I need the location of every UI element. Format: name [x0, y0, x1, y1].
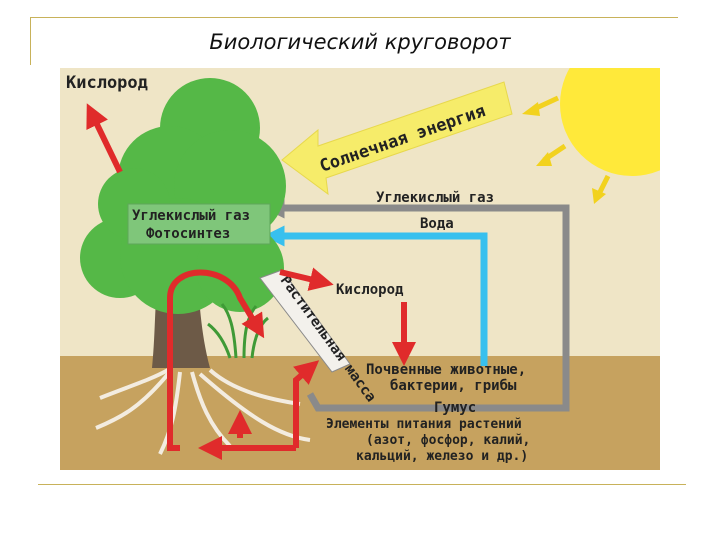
frame-top-line: [30, 17, 678, 18]
slide-title: Биологический круговорот: [209, 30, 511, 54]
co2-right-label: Углекислый газ: [376, 190, 494, 206]
humus-label: Гумус: [434, 400, 476, 416]
oxygen-arrows: [86, 103, 416, 366]
co2-return-arrow: [263, 197, 570, 412]
nutrient-cycle-arrows: [167, 269, 320, 460]
water-arrow: [263, 225, 488, 366]
water-label: Вода: [420, 216, 454, 232]
biological-cycle-diagram: Солнечная энергия Углекислый газ Фотосин…: [60, 68, 660, 470]
nutrients-label-3: кальций, железо и др.): [356, 449, 528, 464]
soil-organisms-label-2: бактерии, грибы: [390, 378, 517, 394]
oxygen-top-label: Кислород: [66, 73, 148, 93]
nutrients-label-2: (азот, фосфор, калий,: [366, 433, 530, 448]
tree-co2-label: Углекислый газ: [132, 208, 250, 224]
frame-left-line: [30, 17, 31, 65]
soil-organisms-label-1: Почвенные животные,: [366, 362, 526, 378]
frame-bottom-line: [38, 484, 686, 485]
oxygen-mid-label: Кислород: [336, 282, 404, 298]
tree-label-box: Углекислый газ Фотосинтез: [127, 203, 271, 245]
photosynthesis-label: Фотосинтез: [146, 226, 230, 242]
sun-icon: [522, 68, 660, 204]
nutrients-label-1: Элементы питания растений: [326, 417, 522, 432]
